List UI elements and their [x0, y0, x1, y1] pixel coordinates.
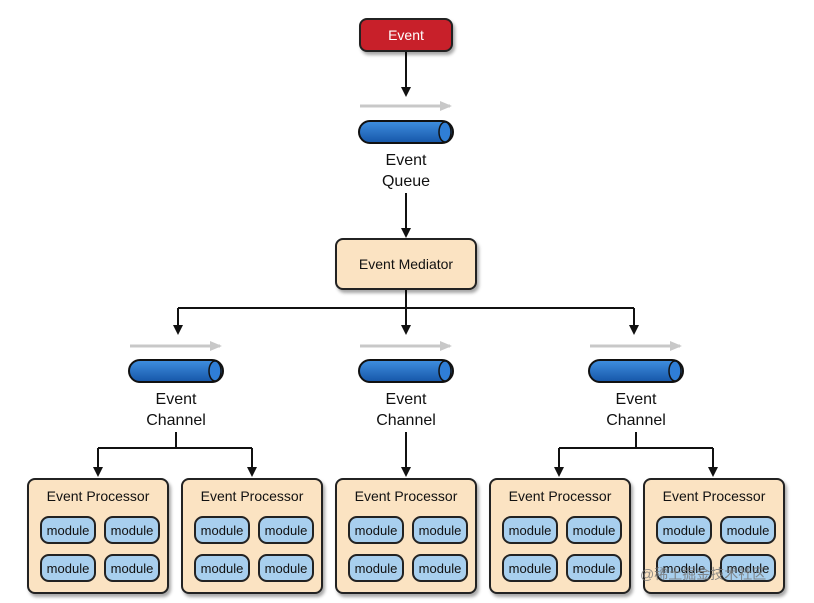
- channel-3-label-line2: Channel: [606, 412, 666, 429]
- event-queue-pipe: [358, 120, 454, 144]
- event-processor-4: Event Processor module module module mod…: [489, 478, 631, 594]
- event-processor-3: Event Processor module module module mod…: [335, 478, 477, 594]
- channel-1-label-line1: Event: [155, 391, 197, 408]
- event-processor-5: Event Processor module module module mod…: [643, 478, 785, 594]
- module-box: module: [104, 516, 160, 544]
- event-box: Event: [359, 18, 453, 52]
- channel-1-label-line2: Channel: [146, 412, 206, 429]
- module-box: module: [258, 554, 314, 582]
- watermark: @稀土掘金技术社区: [640, 566, 767, 582]
- module-box: module: [258, 516, 314, 544]
- module-box: module: [194, 516, 250, 544]
- channel-2-label-line2: Channel: [376, 412, 436, 429]
- module-box: module: [502, 554, 558, 582]
- module-box: module: [348, 554, 404, 582]
- processor-title: Event Processor: [354, 488, 458, 504]
- channel-2-pipe: [358, 359, 454, 383]
- module-box: module: [348, 516, 404, 544]
- event-queue-label-line2: Queue: [381, 173, 431, 190]
- event-channel-2-label: Event Channel: [346, 389, 466, 431]
- channel-1-pipe: [128, 359, 224, 383]
- module-box: module: [656, 554, 712, 582]
- module-box: module: [412, 516, 468, 544]
- module-box: module: [656, 516, 712, 544]
- event-channel-3-label: Event Channel: [576, 389, 696, 431]
- module-box: module: [104, 554, 160, 582]
- event-processor-1: Event Processor module module module mod…: [27, 478, 169, 594]
- event-queue-label-line1: Event: [385, 152, 427, 169]
- channel-3-pipe: [588, 359, 684, 383]
- module-box: module: [720, 554, 776, 582]
- event-channel-1-label: Event Channel: [116, 389, 236, 431]
- module-box: module: [566, 516, 622, 544]
- module-box: module: [194, 554, 250, 582]
- processor-title: Event Processor: [662, 488, 766, 504]
- processor-title: Event Processor: [200, 488, 304, 504]
- processor-title: Event Processor: [508, 488, 612, 504]
- module-box: module: [40, 516, 96, 544]
- processor-title: Event Processor: [46, 488, 150, 504]
- channel-2-label-line1: Event: [385, 391, 427, 408]
- event-queue-label: Event Queue: [346, 150, 466, 192]
- module-box: module: [412, 554, 468, 582]
- event-processor-2: Event Processor module module module mod…: [181, 478, 323, 594]
- module-box: module: [720, 516, 776, 544]
- module-box: module: [502, 516, 558, 544]
- event-mediator-box: Event Mediator: [335, 238, 477, 290]
- module-box: module: [40, 554, 96, 582]
- channel-3-label-line1: Event: [615, 391, 657, 408]
- module-box: module: [566, 554, 622, 582]
